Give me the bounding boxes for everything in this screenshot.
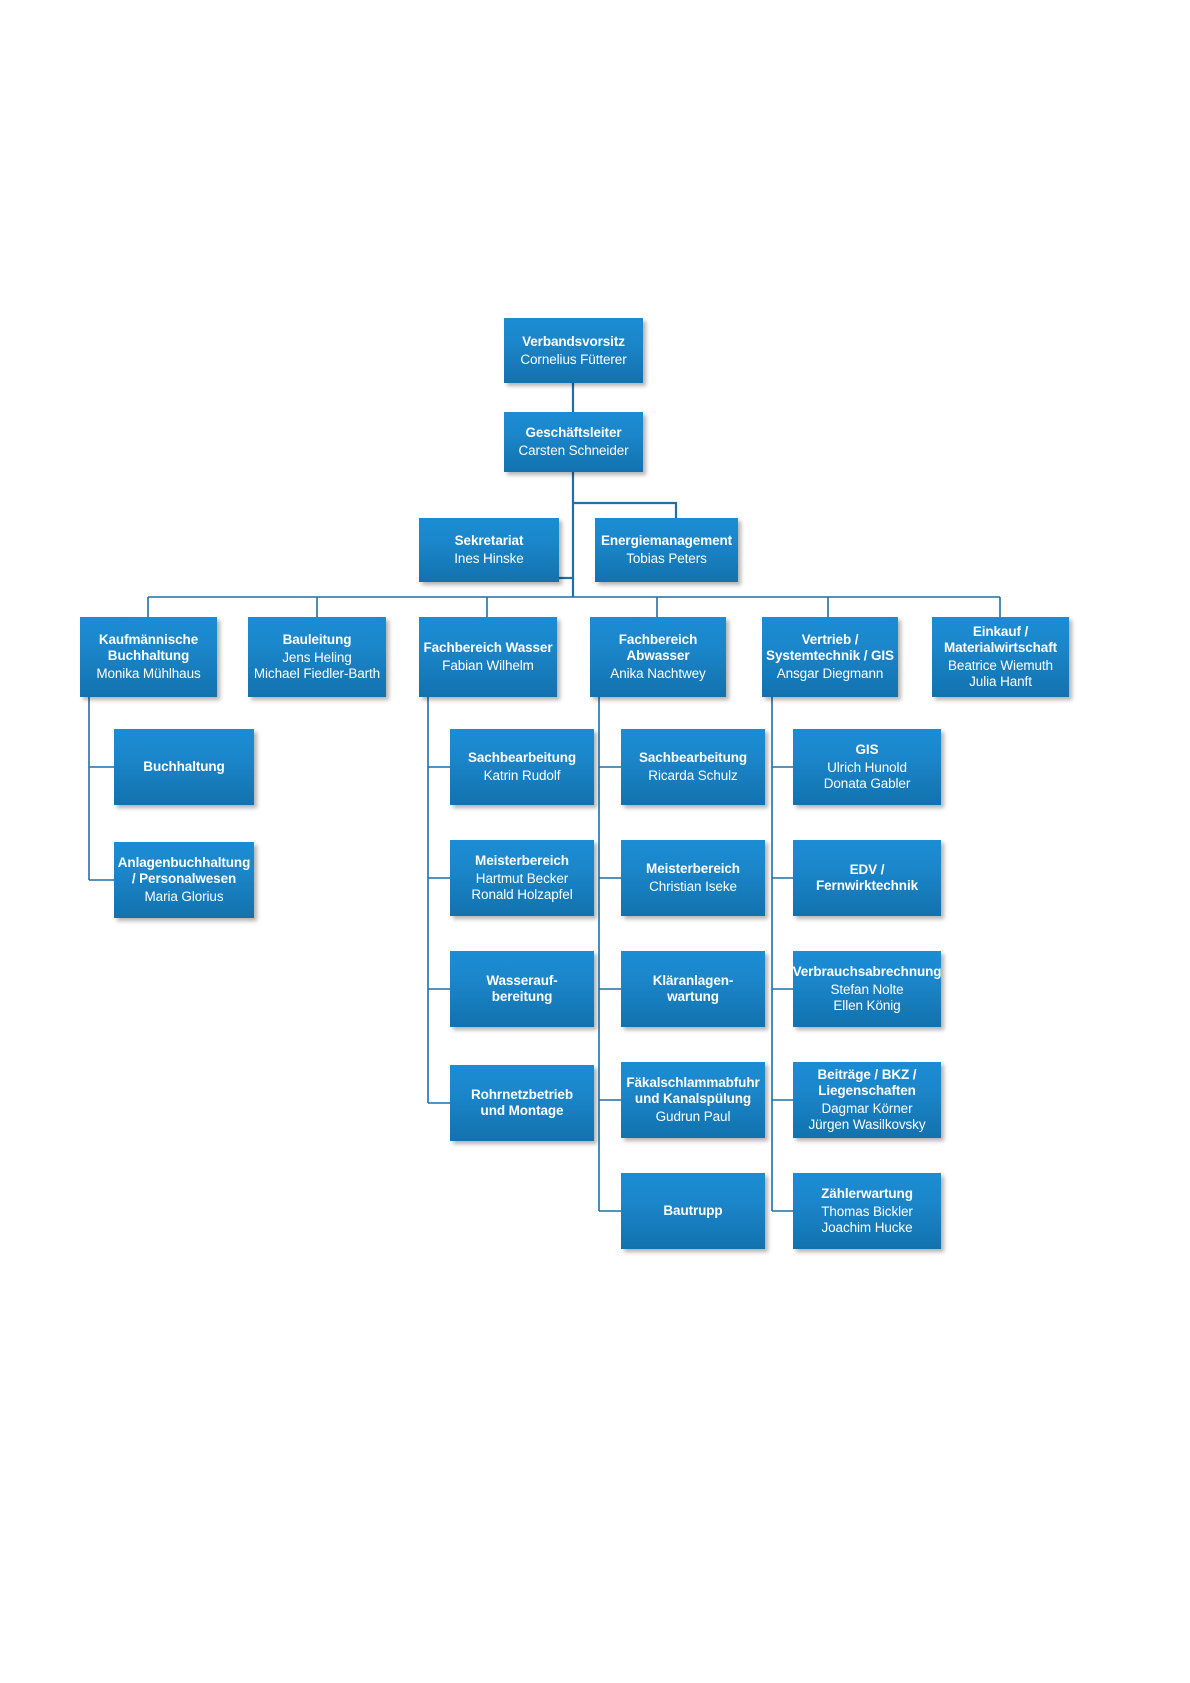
node-title: Bautrupp (663, 1203, 723, 1219)
node-rohrnetzbetrieb-und-montage[interactable]: Rohrnetzbetrieb und Montage (450, 1065, 594, 1141)
node-person-1: Hartmut Becker (475, 871, 569, 887)
node-person-1: Ulrich Hunold (827, 760, 907, 776)
node-gis[interactable]: GIS Ulrich Hunold Donata Gabler (793, 729, 941, 805)
node-title-line2: Liegenschaften (818, 1083, 916, 1099)
node-title: Sachbearbeitung (467, 750, 577, 766)
node-person: Carsten Schneider (518, 443, 629, 458)
node-person: Monika Mühlhaus (96, 665, 201, 681)
node-title-line1: Vertrieb / (801, 632, 859, 648)
node-buchhaltung[interactable]: Buchhaltung (114, 729, 254, 805)
node-person: Cornelius Fütterer (520, 351, 627, 367)
node-title-line1: Beiträge / BKZ / (817, 1067, 917, 1083)
node-verbrauchsabrechnung[interactable]: Verbrauchsabrechnung Stefan Nolte Ellen … (792, 951, 942, 1027)
node-person: Christian Iseke (649, 879, 737, 894)
node-title: Sachbearbeitung (638, 750, 748, 766)
node-title-line1: Anlagenbuchhaltung (117, 855, 251, 871)
node-kaufmaennische-buchhaltung[interactable]: Kaufmännische Buchhaltung Monika Mühlhau… (80, 617, 217, 697)
node-geschaeftsleiter[interactable]: Geschäftsleiter Carsten Schneider (504, 412, 643, 472)
node-person: Ricarda Schulz (648, 768, 738, 783)
node-title-line1: EDV / (849, 862, 885, 878)
node-title-line1: Rohrnetzbetrieb (470, 1087, 573, 1103)
node-zaehlerwartung[interactable]: Zählerwartung Thomas Bickler Joachim Huc… (793, 1173, 941, 1249)
node-sekretariat[interactable]: Sekretariat Ines Hinske (419, 518, 559, 582)
node-abwasser-sachbearbeitung[interactable]: Sachbearbeitung Ricarda Schulz (621, 729, 765, 805)
node-person: Fabian Wilhelm (442, 658, 534, 673)
node-title-line2: wartung (667, 989, 719, 1004)
node-title-line2: und Kanalspülung (634, 1091, 752, 1107)
node-verbandsvorsitz[interactable]: Verbandsvorsitz Cornelius Fütterer (504, 318, 643, 383)
node-energiemanagement[interactable]: Energiemanagement Tobias Peters (595, 518, 738, 582)
node-fachbereich-abwasser[interactable]: Fachbereich Abwasser Anika Nachtwey (590, 617, 726, 697)
node-title: Verbrauchsabrechnung (792, 964, 942, 980)
node-person-1: Thomas Bickler (821, 1204, 913, 1220)
node-title-line1: Einkauf / (972, 624, 1029, 640)
node-title: Fachbereich Wasser (423, 640, 553, 656)
node-person: Katrin Rudolf (483, 768, 561, 783)
node-wasser-meisterbereich[interactable]: Meisterbereich Hartmut Becker Ronald Hol… (450, 840, 594, 916)
node-person-1: Dagmar Körner (821, 1101, 913, 1116)
node-title-line2: bereitung (491, 989, 553, 1004)
node-person-2: Ellen König (833, 997, 901, 1013)
node-title-line1: Kaufmännische (98, 632, 199, 648)
node-title-line1: Kläranlagen- (652, 973, 734, 989)
node-person-2: Joachim Hucke (821, 1219, 913, 1235)
node-title: GIS (855, 742, 879, 758)
node-person: Gudrun Paul (655, 1108, 731, 1124)
node-person-2: Ronald Holzapfel (471, 886, 573, 902)
node-title-line2: und Montage (480, 1103, 564, 1118)
node-einkauf-materialwirtschaft[interactable]: Einkauf / Materialwirtschaft Beatrice Wi… (932, 617, 1069, 697)
node-person: Ines Hinske (454, 551, 524, 566)
node-anlagenbuchhaltung-personalwesen[interactable]: Anlagenbuchhaltung / Personalwesen Maria… (114, 842, 254, 918)
node-title: Energiemanagement (600, 533, 733, 549)
node-fachbereich-wasser[interactable]: Fachbereich Wasser Fabian Wilhelm (419, 617, 557, 697)
node-person-2: Julia Hanft (969, 673, 1032, 689)
node-person-2: Michael Fiedler-Barth (253, 665, 381, 681)
node-title: Geschäftsleiter (525, 425, 622, 441)
node-bautrupp[interactable]: Bautrupp (621, 1173, 765, 1249)
node-klaeranlagenwartung[interactable]: Kläranlagen- wartung (621, 951, 765, 1027)
node-title: Verbandsvorsitz (522, 333, 625, 349)
node-person-1: Beatrice Wiemuth (948, 658, 1053, 673)
node-beitraege-bkz-liegenschaften[interactable]: Beiträge / BKZ / Liegenschaften Dagmar K… (793, 1062, 941, 1138)
node-bauleitung[interactable]: Bauleitung Jens Heling Michael Fiedler-B… (248, 617, 386, 697)
node-title: Sekretariat (454, 533, 524, 549)
node-title: Bauleitung (282, 632, 352, 648)
node-title-line2: Systemtechnik / GIS (766, 648, 894, 664)
node-title-line1: Fachbereich (618, 632, 698, 648)
node-title: Meisterbereich (646, 861, 740, 877)
node-person: Anika Nachtwey (610, 665, 706, 681)
node-title: Zählerwartung (821, 1186, 913, 1202)
node-edv-fernwirktechnik[interactable]: EDV / Fernwirktechnik (793, 840, 941, 916)
node-title: Buchhaltung (143, 759, 225, 775)
node-title-line1: Fäkalschlammabfuhr (626, 1075, 760, 1091)
node-wasser-sachbearbeitung[interactable]: Sachbearbeitung Katrin Rudolf (450, 729, 594, 805)
node-title: Meisterbereich (475, 853, 569, 869)
node-title-line2: / Personalwesen (131, 871, 237, 887)
node-person: Maria Glorius (144, 888, 224, 904)
node-abwasser-meisterbereich[interactable]: Meisterbereich Christian Iseke (621, 840, 765, 916)
node-title-line2: Materialwirtschaft (944, 640, 1057, 656)
node-person-2: Donata Gabler (823, 775, 911, 791)
node-wasseraufbereitung[interactable]: Wasserauf- bereitung (450, 951, 594, 1027)
node-person-1: Stefan Nolte (830, 982, 904, 998)
node-faekalschlammabfuhr-kanalspuelung[interactable]: Fäkalschlammabfuhr und Kanalspülung Gudr… (621, 1062, 765, 1138)
node-person-2: Jürgen Wasilkovsky (808, 1116, 926, 1132)
node-person-1: Jens Heling (282, 650, 352, 666)
node-title-line2: Abwasser (626, 648, 690, 664)
node-title-line2: Fernwirktechnik (815, 878, 919, 893)
node-title-line2: Buchhaltung (107, 648, 190, 664)
node-person: Ansgar Diegmann (776, 665, 884, 681)
node-title-line1: Wasserauf- (486, 973, 558, 989)
node-person: Tobias Peters (626, 551, 707, 566)
node-vertrieb-systemtechnik-gis[interactable]: Vertrieb / Systemtechnik / GIS Ansgar Di… (762, 617, 898, 697)
